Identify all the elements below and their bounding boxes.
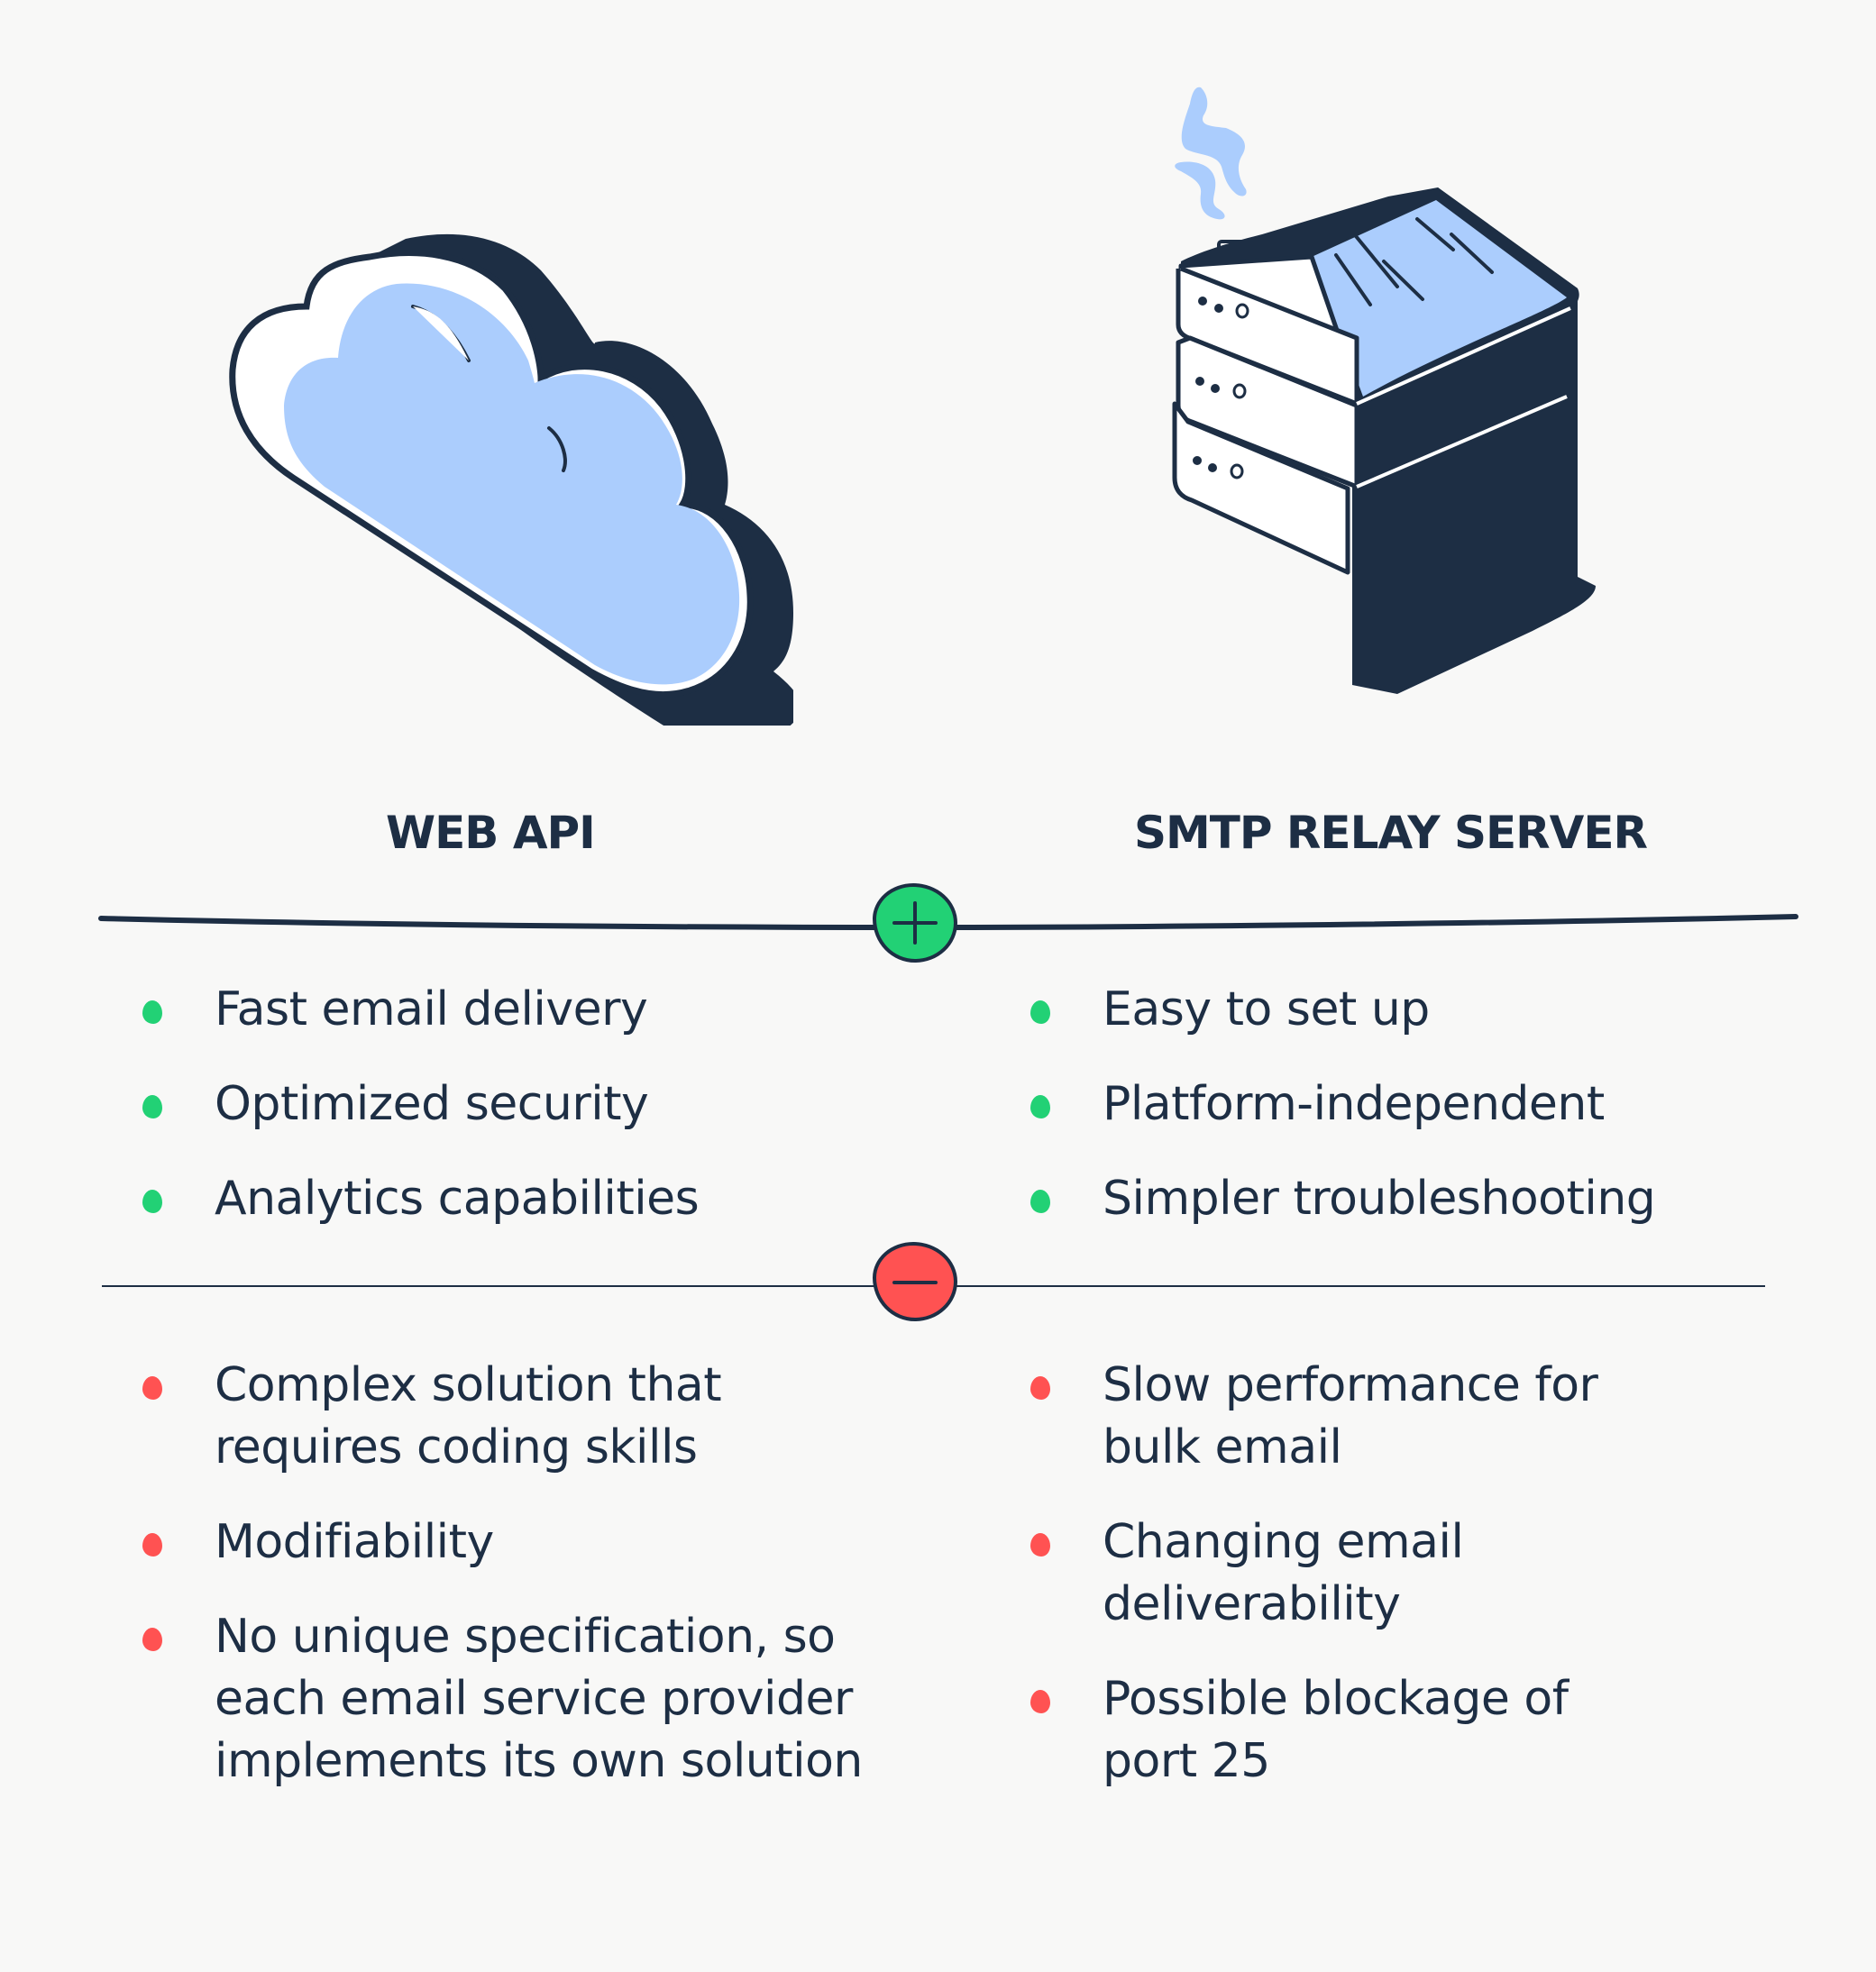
green-bullet-icon [1030,1190,1050,1213]
green-bullet-icon [142,1000,162,1024]
pro-item: Fast email delivery [142,979,882,1041]
con-item: Modifiability [142,1511,864,1574]
green-bullet-icon [142,1095,162,1118]
server-stack-icon [1172,87,1596,694]
green-bullet-icon [1030,1000,1050,1024]
smtp-cons-list: Slow performance for bulk email Changing… [1030,1355,1661,1793]
con-item: No unique specification, so each email s… [142,1606,864,1793]
pro-item: Optimized security [142,1073,882,1136]
green-bullet-icon [142,1190,162,1213]
con-item: Slow performance for bulk email [1030,1355,1661,1479]
web-api-heading: WEB API [386,807,596,859]
red-bullet-icon [1030,1376,1050,1400]
plus-icon [873,883,957,963]
smtp-pros-list: Easy to set up Platform-independent Simp… [1030,979,1842,1230]
pro-item: Platform-independent [1030,1073,1842,1136]
minus-icon [873,1242,957,1321]
pro-item: Easy to set up [1030,979,1842,1041]
red-bullet-icon [1030,1533,1050,1557]
web-api-pros-list: Fast email delivery Optimized security A… [142,979,882,1230]
con-item: Complex solution that requires coding sk… [142,1355,864,1479]
smtp-relay-heading: SMTP RELAY SERVER [1134,807,1648,859]
red-bullet-icon [142,1533,162,1557]
con-item: Changing email deliverability [1030,1511,1661,1636]
con-item: Possible blockage of port 25 [1030,1668,1661,1793]
red-bullet-icon [142,1376,162,1400]
green-bullet-icon [1030,1095,1050,1118]
red-bullet-icon [142,1628,162,1651]
pro-item: Analytics capabilities [142,1168,882,1230]
web-api-cons-list: Complex solution that requires coding sk… [142,1355,864,1793]
pro-item: Simpler troubleshooting [1030,1168,1842,1230]
red-bullet-icon [1030,1690,1050,1713]
cloud-icon [229,233,793,726]
